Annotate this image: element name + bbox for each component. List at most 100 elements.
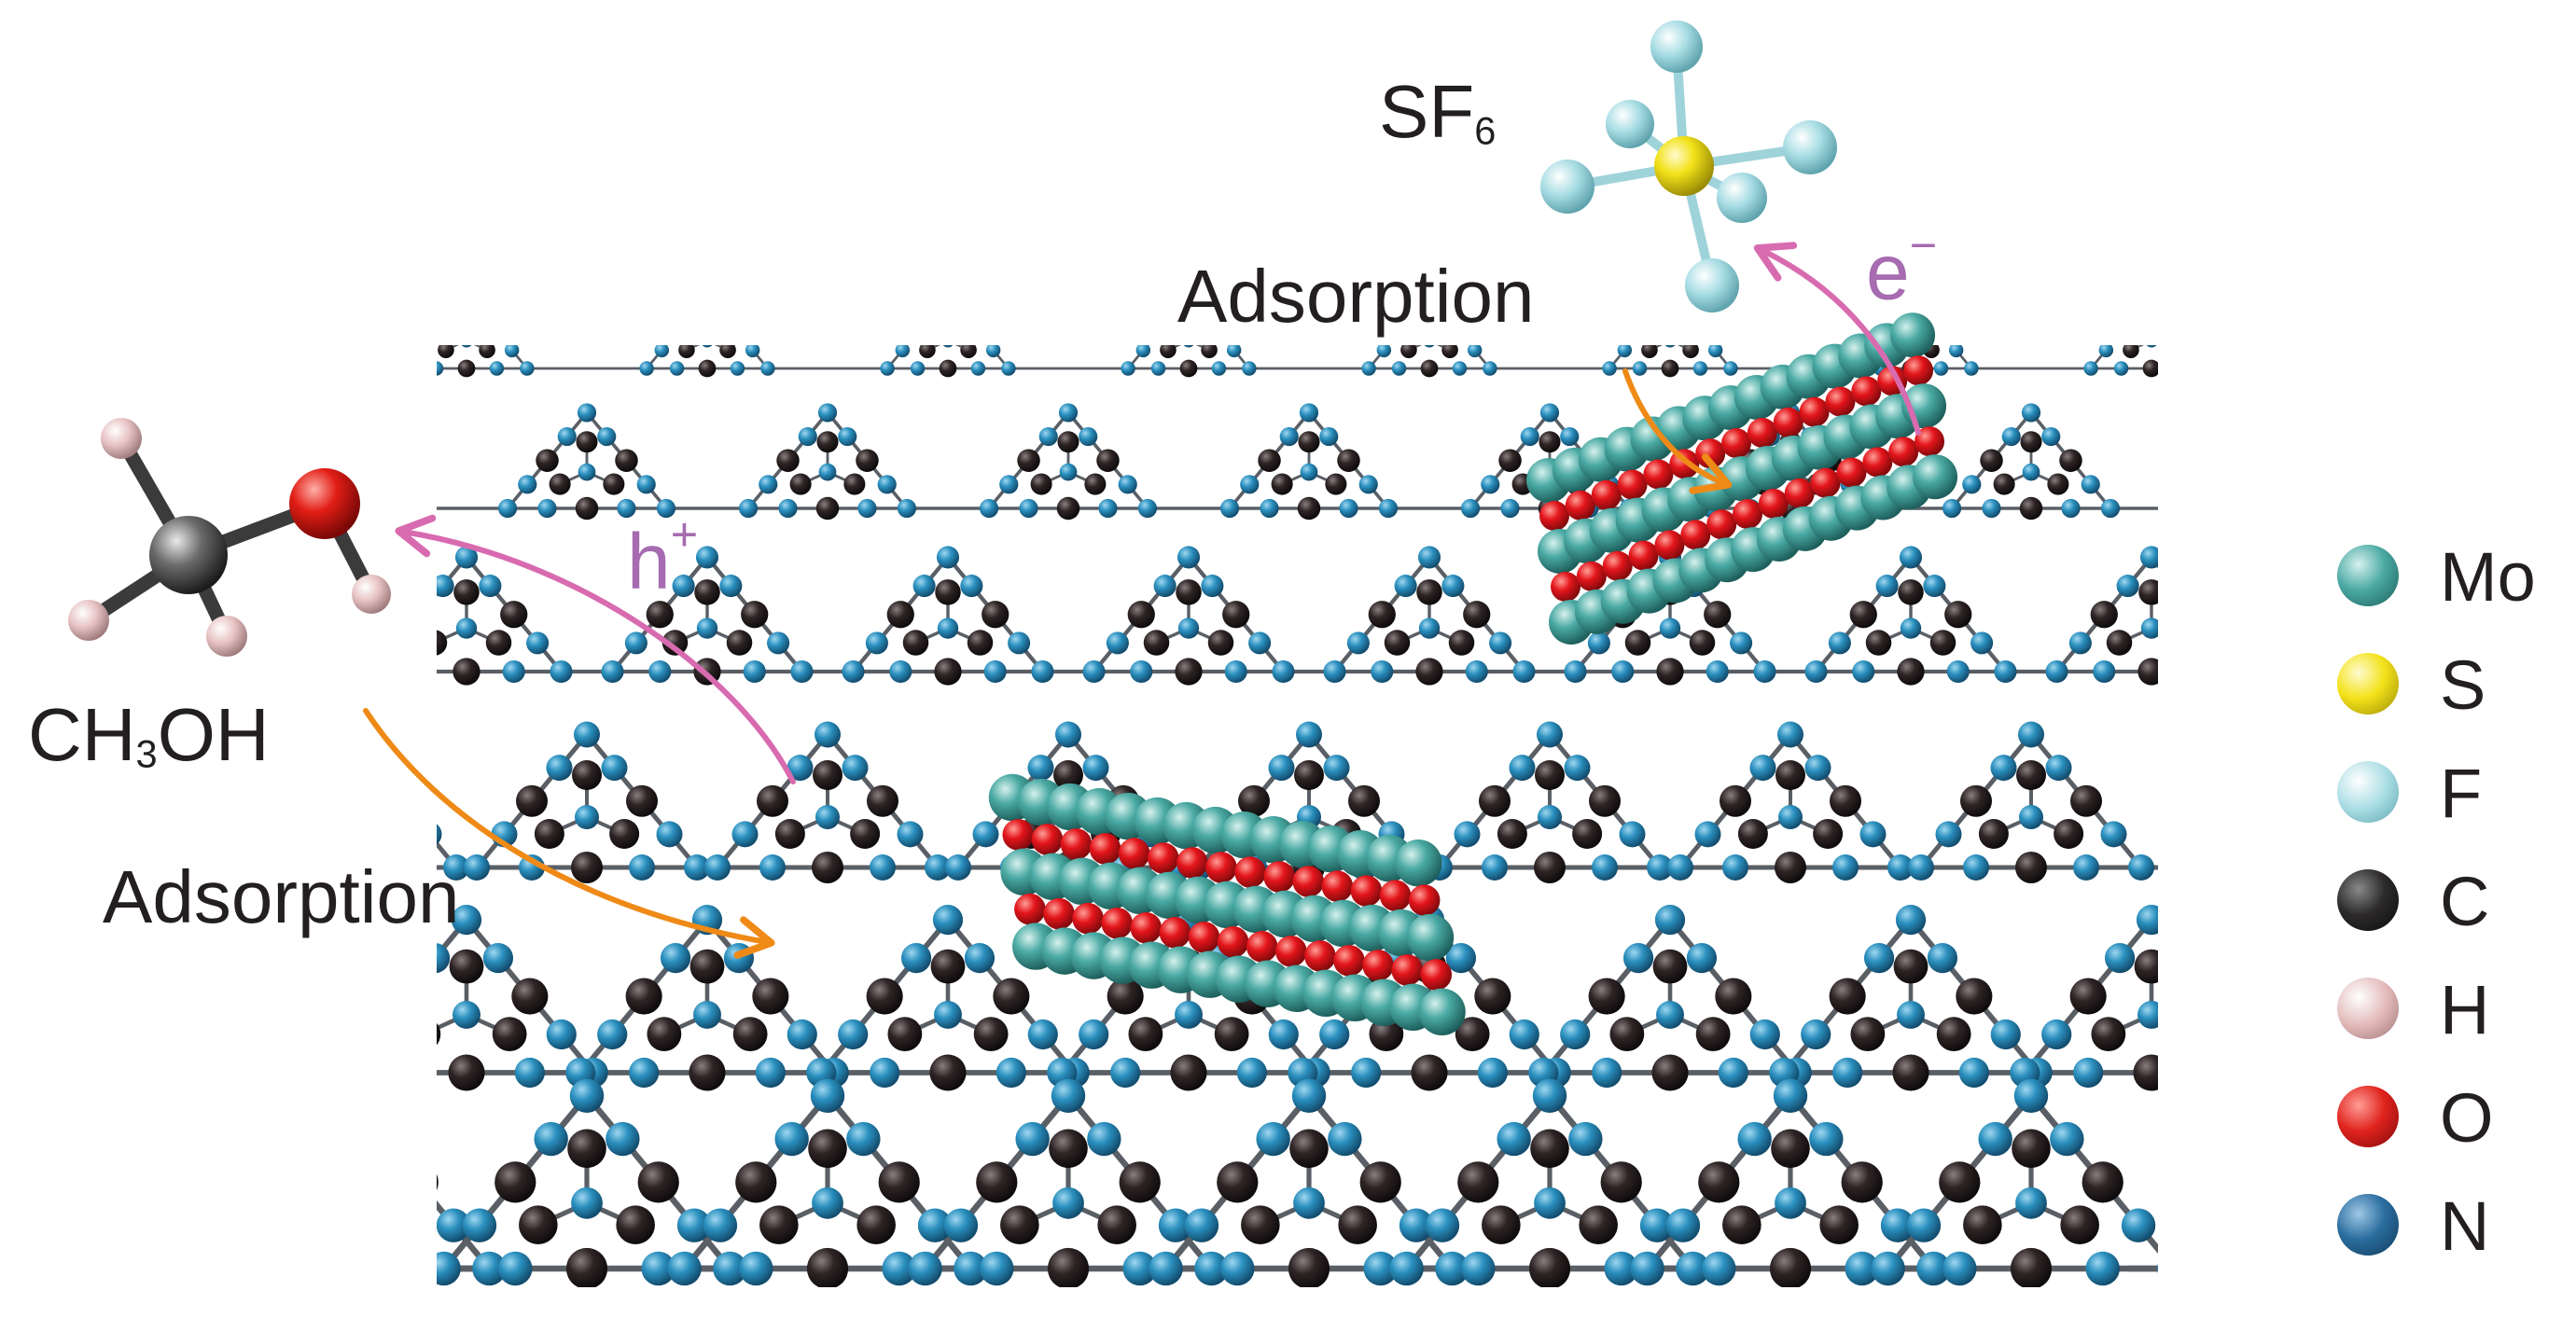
nitrogen-atom <box>1087 1121 1121 1157</box>
nitrogen-atom <box>537 498 557 519</box>
nitrogen-atom <box>925 854 951 881</box>
nitrogen-atom <box>778 498 798 519</box>
carbon-atom <box>294 819 324 849</box>
nitrogen-atom <box>1399 1208 1434 1242</box>
nitrogen-atom <box>815 805 840 829</box>
carbon-atom <box>1207 630 1234 656</box>
carbon-atom <box>757 784 788 817</box>
carbon-atom <box>1898 579 1924 605</box>
carbon-atom <box>812 852 843 883</box>
carbon-atom <box>626 784 658 817</box>
nitrogen-atom <box>388 1058 418 1088</box>
carbon-atom <box>1400 345 1417 358</box>
nitrogen-atom <box>857 498 877 519</box>
nitrogen-atom <box>629 854 655 881</box>
nitrogen-atom <box>534 1121 568 1157</box>
carbon-atom <box>1359 1161 1401 1203</box>
oxygen-atom <box>1810 467 1841 498</box>
oxygen-atom <box>1836 457 1867 488</box>
oxygen-atom <box>1915 426 1945 457</box>
nitrogen-atom <box>2168 943 2198 973</box>
nitrogen-atom <box>1248 631 1272 655</box>
oxygen-atom <box>1118 838 1150 869</box>
nitrogen-atom <box>1722 854 1748 881</box>
nitrogen-atom <box>1452 361 1468 376</box>
nitrogen-atom <box>1175 1000 1203 1029</box>
bond <box>382 1139 417 1182</box>
carbon-atom <box>866 978 903 1015</box>
electron-transfer-arrow <box>1753 242 1921 436</box>
carbon-atom <box>1420 359 1439 378</box>
nitrogen-atom <box>1323 755 1350 782</box>
bond <box>1640 313 1655 332</box>
nitrogen-atom <box>518 475 537 494</box>
nitrogen-atom <box>1135 345 1151 358</box>
nitrogen-atom <box>546 1019 577 1050</box>
oxygen-atom <box>1188 922 1220 953</box>
nitrogen-atom <box>571 1186 603 1219</box>
nitrogen-atom <box>1389 1251 1424 1286</box>
carbon-atom <box>2134 949 2158 984</box>
oxygen-atom <box>1072 902 1104 935</box>
carbon-atom <box>856 449 879 472</box>
nitrogen-atom <box>1730 631 1753 655</box>
nitrogen-atom <box>2073 1057 2104 1089</box>
carbon-atom <box>1222 601 1250 629</box>
nitrogen-atom <box>306 755 332 781</box>
carbon-atom <box>1775 852 1806 883</box>
oxygen-atom <box>1420 959 1453 991</box>
oxygen-atom <box>1333 945 1365 977</box>
carbon-atom <box>1932 323 1950 340</box>
carbon-atom <box>362 474 383 495</box>
nitrogen-atom <box>2022 463 2040 481</box>
nitrogen-atom <box>700 288 714 302</box>
carbon-atom <box>453 579 480 605</box>
carbon-atom <box>1271 473 1293 495</box>
carbon-atom <box>278 1205 317 1244</box>
carbon-atom <box>1661 359 1679 378</box>
nitrogen-atom <box>1648 307 1662 321</box>
nitrogen-atom <box>2175 361 2189 375</box>
carbon-atom <box>534 819 564 849</box>
nitrogen-atom <box>1082 755 1109 782</box>
nitrogen-atom <box>2083 361 2098 376</box>
nitrogen-atom <box>970 361 986 376</box>
nitrogen-atom <box>1376 345 1392 358</box>
carbon-atom <box>1294 760 1324 790</box>
oxygen-atom <box>1101 907 1133 939</box>
oxygen-atom <box>1551 572 1580 602</box>
nitrogen-atom <box>361 755 387 781</box>
nitrogen-atom <box>479 575 502 598</box>
bond <box>481 313 496 332</box>
nitrogen-atom <box>926 307 940 321</box>
carbon-atom <box>1288 1247 1330 1287</box>
oxygen-atom <box>1706 509 1737 540</box>
bond <box>2197 350 2212 368</box>
nitrogen-atom <box>1236 1057 1267 1089</box>
carbon-atom <box>1479 784 1511 817</box>
nitrogen-atom <box>1226 345 1242 358</box>
ch3oh-label: CH3OH <box>28 698 270 773</box>
nitrogen-atom <box>1220 1251 1255 1286</box>
nitrogen-atom <box>1177 617 1200 639</box>
nitrogen-atom <box>1059 463 1078 481</box>
nitrogen-atom <box>999 475 1019 494</box>
carbon-atom <box>1978 819 2009 849</box>
bond <box>309 817 346 834</box>
carbon-atom <box>919 345 936 358</box>
nitrogen-atom <box>1051 1078 1086 1113</box>
carbon-atom <box>2020 431 2042 453</box>
oxygen-atom <box>1680 520 1711 550</box>
nitrogen-atom <box>437 824 442 845</box>
nitrogen-atom <box>1804 659 1828 684</box>
carbon-atom <box>1053 760 1083 790</box>
carbon-atom <box>1589 784 1621 817</box>
nitrogen-atom <box>1240 475 1260 494</box>
nitrogen-atom <box>337 403 355 422</box>
nitrogen-atom <box>1964 361 1979 376</box>
bond <box>346 735 374 769</box>
carbon-atom <box>719 345 736 358</box>
carbon-atom <box>438 345 454 358</box>
nitrogen-atom <box>817 403 838 423</box>
nitrogen-atom <box>1749 1019 1780 1050</box>
